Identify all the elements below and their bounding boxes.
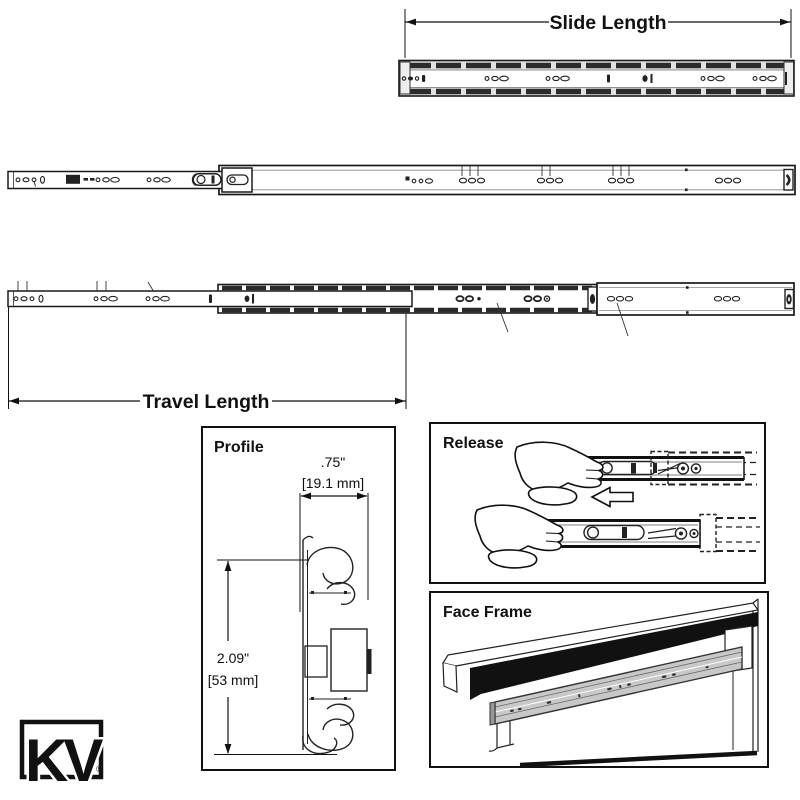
release-step-2 — [474, 504, 760, 569]
profile-height-metric: [53 mm] — [208, 672, 259, 688]
release-panel: Release — [429, 422, 766, 584]
release-title: Release — [443, 435, 504, 452]
hand-bottom — [474, 504, 564, 569]
kv-logo: KV ® — [19, 719, 111, 797]
slide-length-label: Slide Length — [550, 12, 667, 34]
kv-logo-text: KV — [25, 727, 103, 794]
profile-title: Profile — [214, 439, 264, 456]
profile-width-inches: .75" — [321, 454, 345, 470]
face-frame-illustration — [442, 598, 760, 768]
travel-length-dimension: Travel Length — [8, 307, 407, 413]
travel-length-label: Travel Length — [143, 391, 270, 413]
release-step-1 — [514, 441, 757, 508]
slide-closed-drawing — [398, 59, 795, 97]
slide-partially-extended-drawing — [7, 164, 796, 196]
profile-cross-section — [302, 535, 372, 755]
hand-top — [514, 441, 604, 506]
profile-width-dimension — [299, 492, 369, 612]
face-frame-title: Face Frame — [443, 604, 532, 621]
slide-fully-extended-drawing — [7, 281, 795, 337]
slide-length-dimension: Slide Length — [404, 9, 792, 58]
profile-panel: Profile .75" [19.1 mm] 2.09" [53 mm] — [201, 426, 396, 771]
release-direction-arrow — [590, 486, 634, 508]
face-frame-panel: Face Frame — [429, 591, 769, 768]
registered-trademark-symbol: ® — [96, 764, 103, 775]
profile-width-metric: [19.1 mm] — [302, 475, 364, 491]
profile-height-inches: 2.09" — [217, 650, 249, 666]
profile-height-dimension: 2.09" [53 mm] — [208, 559, 337, 755]
